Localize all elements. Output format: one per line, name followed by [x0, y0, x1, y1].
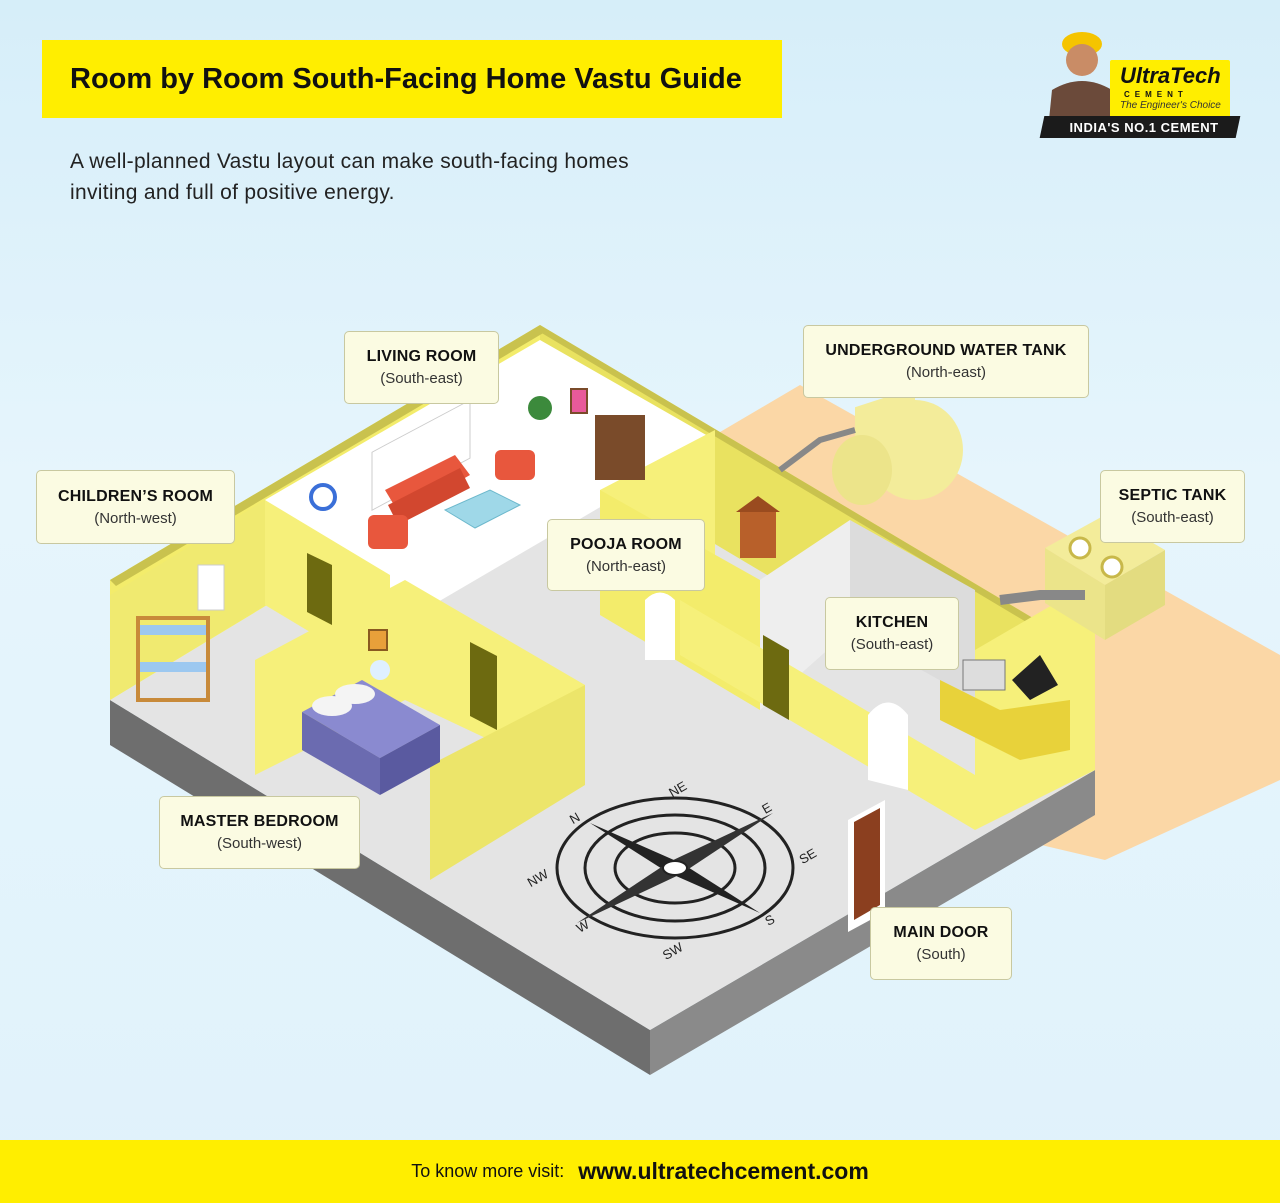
- label-name: MASTER BEDROOM: [180, 813, 339, 830]
- footer-prompt: To know more visit:: [411, 1161, 565, 1181]
- compass: [555, 796, 795, 940]
- bunk-bed: [136, 616, 210, 702]
- footer-url-link[interactable]: www.ultratechcement.com: [578, 1158, 869, 1184]
- compass-ring-mid: [583, 813, 767, 923]
- ultratech-logo: UltraTech CEMENT The Engineer's Choice I…: [1030, 20, 1241, 140]
- label-living-room: LIVING ROOM (South-east): [344, 331, 499, 404]
- label-main-door: MAIN DOOR (South): [870, 907, 1012, 980]
- label-pooja-room: POOJA ROOM (North-east): [547, 519, 705, 591]
- label-name: KITCHEN: [855, 614, 929, 631]
- label-direction: (North-east): [905, 364, 987, 381]
- frame-picture: [570, 388, 588, 414]
- title-banner: Room by Room South-Facing Home Vastu Gui…: [42, 40, 782, 118]
- door-center: [763, 635, 789, 720]
- armchair-1: [495, 450, 535, 480]
- pooja-arch: [645, 592, 675, 660]
- label-septic-tank: SEPTIC TANK (South-east): [1100, 470, 1245, 543]
- door-bedroom: [470, 642, 497, 730]
- label-direction: (South-east): [380, 370, 463, 387]
- bedside-lamp: [370, 660, 390, 680]
- wall-bedroom-front: [255, 580, 405, 775]
- label-master-bedroom: MASTER BEDROOM (South-west): [159, 796, 360, 869]
- label-direction: (North-west): [94, 509, 177, 527]
- door-children: [307, 553, 332, 625]
- kitchen-arch: [868, 702, 908, 790]
- wall-top-right: [540, 325, 1095, 660]
- label-direction: (South-east): [1131, 509, 1214, 526]
- label-name: MAIN DOOR: [893, 924, 989, 941]
- logo-brand-sub: CEMENT: [1124, 90, 1188, 99]
- armchair-2: [368, 515, 408, 549]
- logo-tagline: The Engineer's Choice: [1120, 100, 1221, 111]
- label-name: SEPTIC TANK: [1118, 487, 1227, 504]
- plant: [528, 396, 552, 420]
- glass-table: [443, 489, 522, 529]
- children-window: [197, 564, 225, 611]
- label-direction: (South-east): [850, 636, 934, 653]
- label-name: LIVING ROOM: [366, 348, 477, 365]
- label-kitchen: KITCHEN (South-east): [825, 597, 959, 670]
- wall-clock: [309, 483, 337, 511]
- label-name: POOJA ROOM: [570, 535, 682, 553]
- kitchen-counter: [940, 680, 1070, 760]
- page-title: Room by Room South-Facing Home Vastu Gui…: [70, 62, 742, 95]
- microwave: [962, 659, 1006, 691]
- footer-banner: To know more visit: www.ultratechcement.…: [0, 1140, 1280, 1203]
- wall-children-divider: [110, 500, 265, 700]
- label-direction: (South): [916, 946, 966, 963]
- label-underground-tank: UNDERGROUND WATER TANK (North-east): [803, 325, 1089, 398]
- logo-brand: UltraTech: [1120, 63, 1221, 88]
- label-direction: (North-east): [585, 557, 667, 575]
- water-tank: [778, 387, 963, 505]
- label-name: CHILDREN’S ROOM: [58, 487, 213, 505]
- compass-ring-outer: [555, 796, 795, 940]
- living-room-floor: [265, 340, 715, 630]
- main-door: [854, 808, 880, 920]
- label-direction: (South-west): [216, 835, 303, 852]
- ambassador-figure: [1048, 32, 1116, 130]
- intro-text: A well-planned Vastu layout can make sou…: [70, 150, 629, 204]
- pooja-shrine: [736, 496, 780, 558]
- label-name: UNDERGROUND WATER TANK: [825, 342, 1067, 359]
- label-children-room: CHILDREN’S ROOM (North-west): [36, 470, 235, 544]
- compass-ring-inner: [613, 831, 737, 905]
- sofa: [385, 455, 470, 525]
- chimney-hood: [1012, 655, 1058, 700]
- logo-strip-text: INDIA'S NO.1 CEMENT: [1069, 120, 1219, 135]
- compass-center: [662, 860, 688, 876]
- bedroom-frame: [368, 629, 388, 651]
- wall-bedroom-side: [430, 685, 585, 880]
- cabinet: [595, 415, 645, 480]
- base-slab-front: [110, 700, 650, 1075]
- bed: [302, 680, 440, 795]
